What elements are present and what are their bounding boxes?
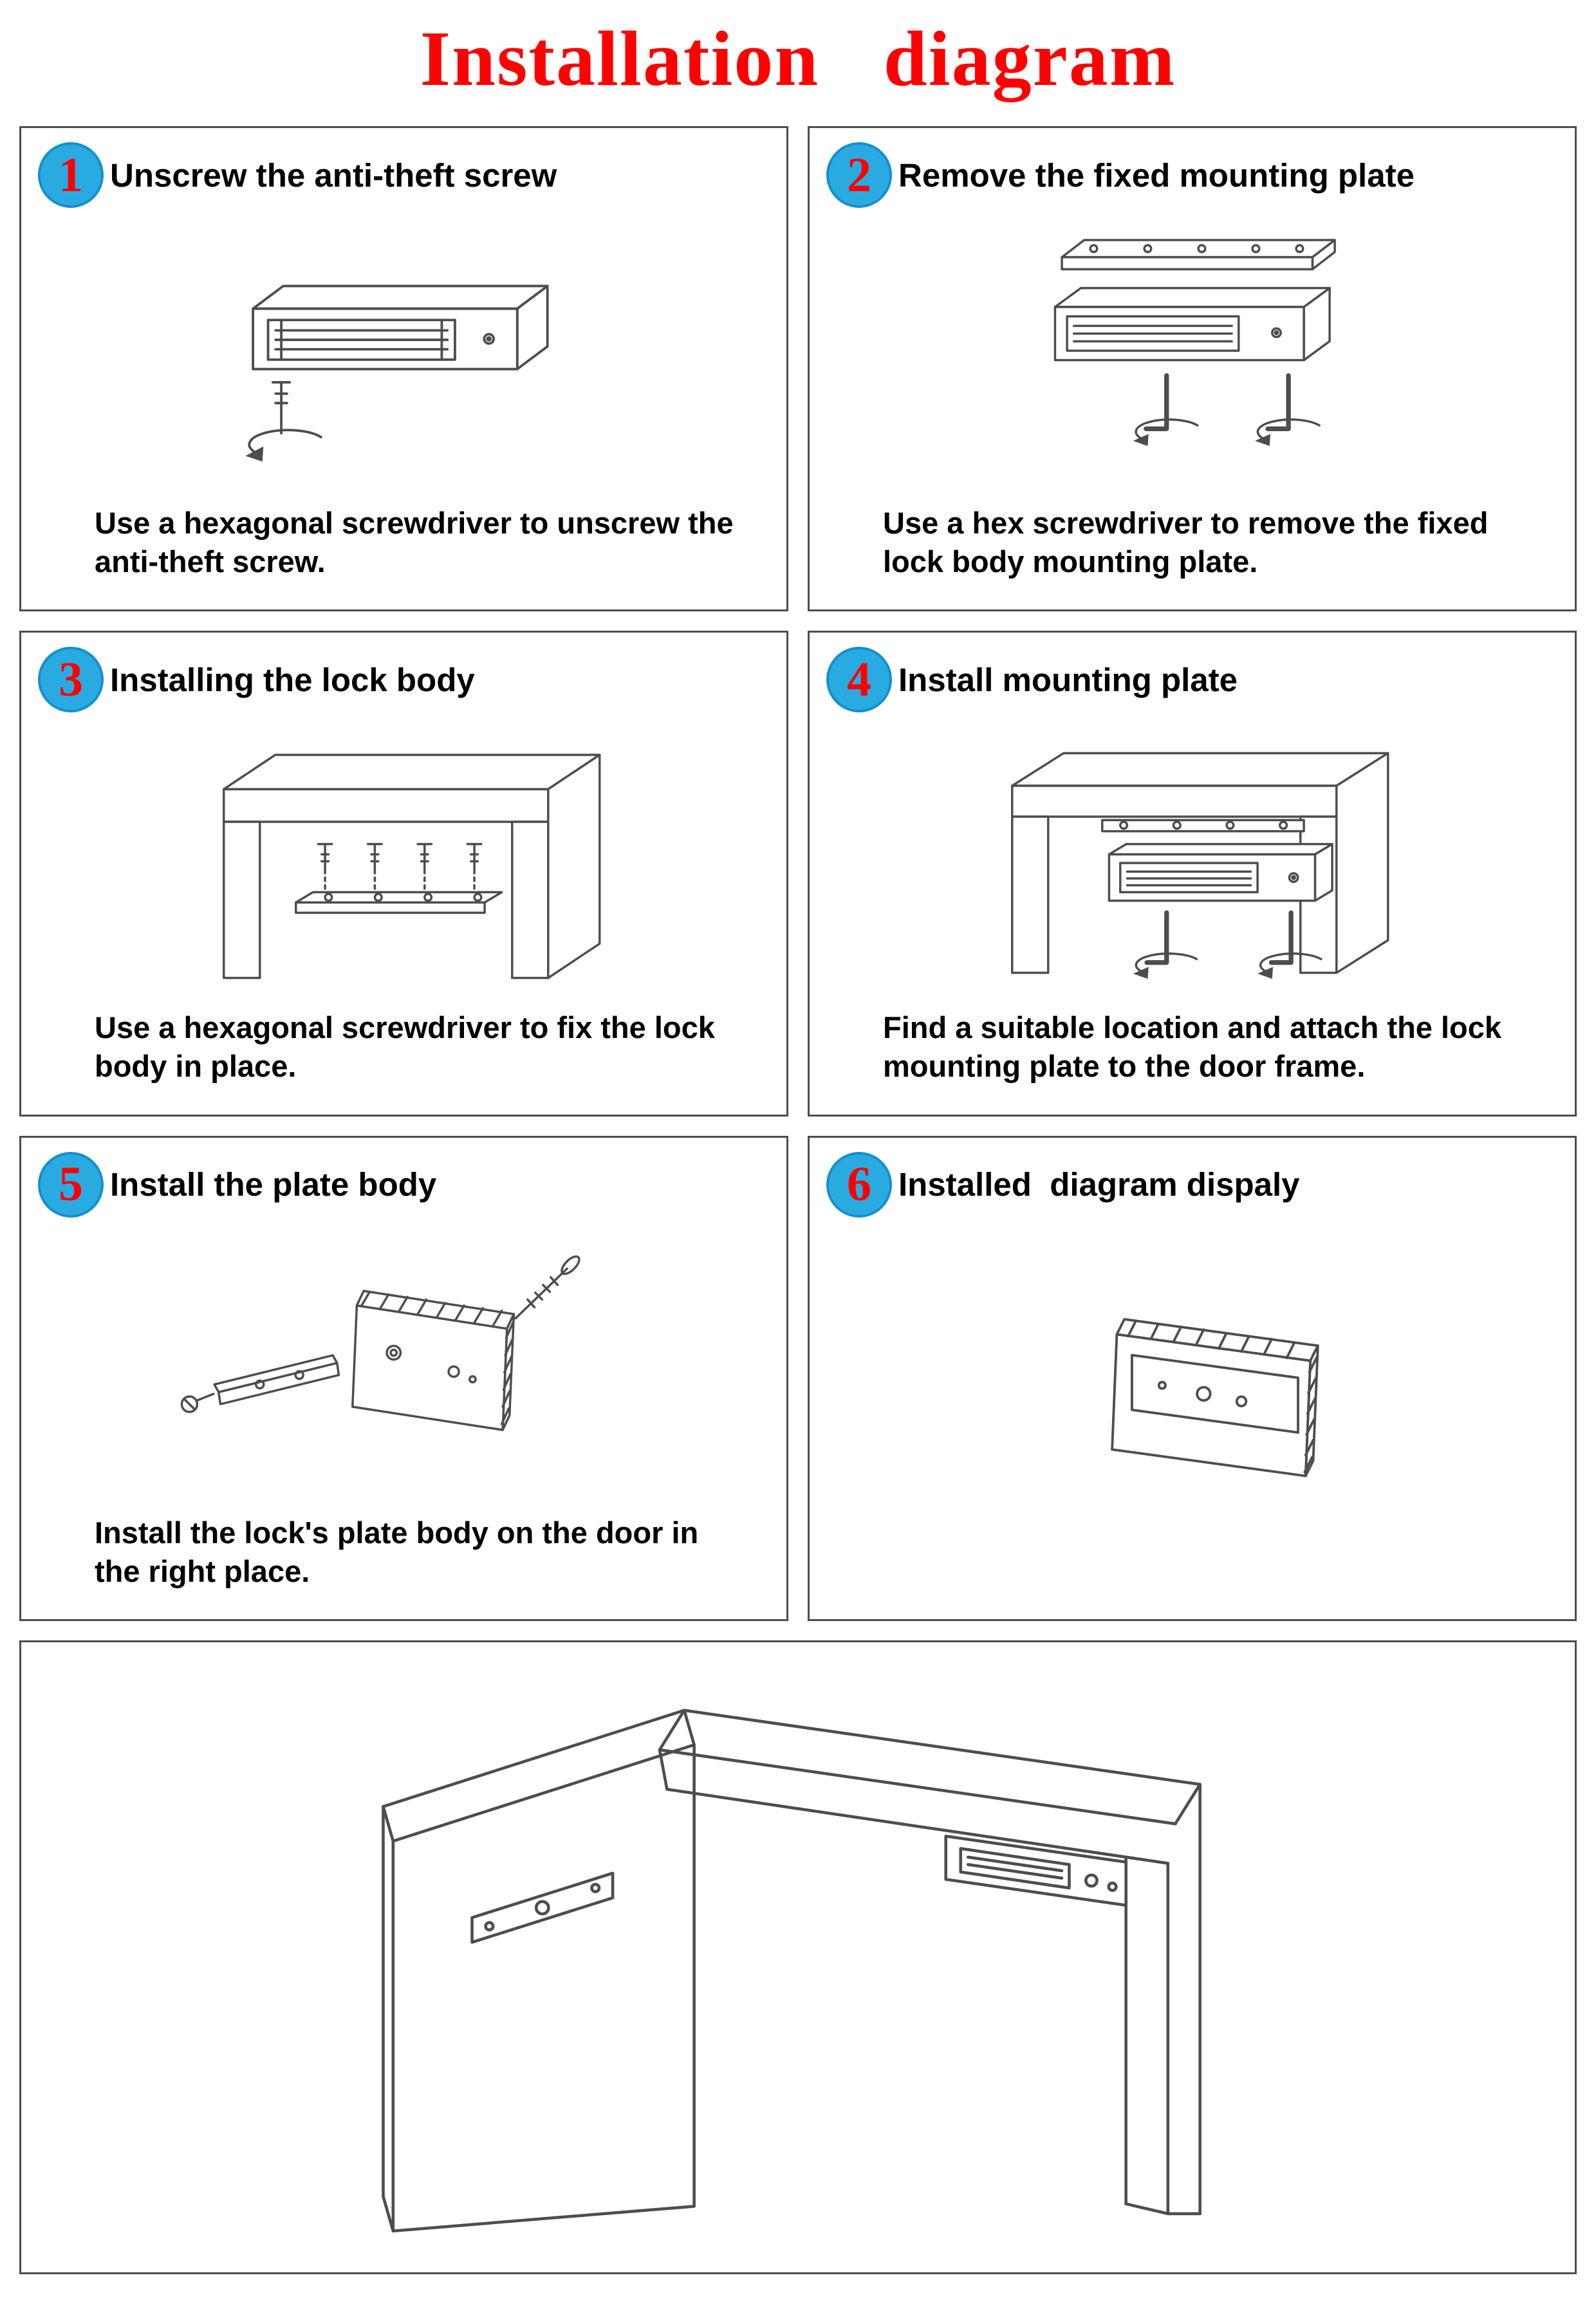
- page-title: Installation diagram: [420, 15, 1176, 102]
- step-1-caption: Use a hexagonal screwdriver to unscrew t…: [95, 506, 734, 579]
- lock-body-install-illustration: [38, 712, 770, 1008]
- plate-body-install-illustration: [38, 1218, 770, 1514]
- step-1-header: 1 Unscrew the anti-theft screw: [38, 142, 770, 208]
- lock-body: [1108, 843, 1333, 902]
- step-4-number-badge: 4: [826, 647, 892, 713]
- top-edge-hatching: [1126, 1319, 1295, 1359]
- rotation-arrowhead: [1254, 434, 1270, 446]
- top-edge-hatching: [360, 1290, 503, 1326]
- mounting-plate: [1061, 239, 1336, 271]
- door-frame-header: [658, 1709, 1202, 1866]
- step-5-heading: Install the plate body: [110, 1166, 437, 1203]
- rotation-arrowhead: [1257, 967, 1273, 979]
- rotation-arrowhead: [1133, 967, 1149, 979]
- long-screw: [514, 1255, 580, 1320]
- mounting-plate-install-drawing: [1010, 752, 1389, 979]
- step-3-caption: Use a hexagonal screwdriver to fix the l…: [95, 1010, 715, 1084]
- hex-key-left: [1133, 373, 1199, 446]
- installed-display-illustration: [826, 1218, 1558, 1591]
- step-panel-4: 4 Install mounting plate: [808, 631, 1577, 1117]
- side-edge-hatching: [1303, 1355, 1318, 1474]
- open-door-leaf: [382, 1709, 696, 2233]
- anti-theft-screw: [245, 381, 322, 462]
- lock-mounting-plate: [294, 891, 503, 914]
- rotation-arrowhead: [245, 446, 263, 462]
- step-5-header: 5 Install the plate body: [38, 1151, 770, 1218]
- step-3-heading: Installing the lock body: [110, 661, 475, 698]
- step-6-header: 6 Installed diagram dispaly: [826, 1151, 1558, 1218]
- step-5-caption: Install the lock's plate body on the doo…: [95, 1515, 699, 1588]
- plate-body: [351, 1289, 515, 1431]
- door-frame: [1010, 752, 1389, 974]
- step-panel-3: 3 Installing the lock body: [19, 631, 788, 1117]
- step-panel-1: 1 Unscrew the anti-theft screw: [19, 126, 788, 612]
- installed-door-overview-drawing: [382, 1709, 1202, 2233]
- step-1-number-badge: 1: [38, 142, 104, 208]
- step-2-caption: Use a hex screwdriver to remove the fixe…: [883, 506, 1489, 579]
- installed-overview-panel: [19, 1640, 1577, 2274]
- fixing-screws: [317, 843, 483, 894]
- installed-maglock: [944, 1835, 1128, 1907]
- mounting-plate: [1100, 819, 1305, 833]
- steps-grid: 1 Unscrew the anti-theft screw: [19, 126, 1577, 1621]
- installed-display-drawing: [1110, 1317, 1319, 1478]
- step-5-number-badge: 5: [38, 1151, 104, 1218]
- step-panel-2: 2 Remove the fixed mounting plate: [808, 126, 1577, 612]
- lock-body: [251, 284, 549, 371]
- lock-body-install-drawing: [222, 754, 601, 979]
- step-6-heading: Installed diagram dispaly: [898, 1166, 1300, 1203]
- step-6-number-badge: 6: [826, 1151, 892, 1218]
- step-3-number-badge: 3: [38, 647, 104, 713]
- small-screw: [180, 1392, 215, 1413]
- side-edge-hatching: [500, 1321, 514, 1425]
- door-frame: [222, 754, 601, 979]
- installed-armature-plate: [470, 1871, 615, 1944]
- step-3-header: 3 Installing the lock body: [38, 647, 770, 713]
- step-4-caption: Find a suitable location and attach the …: [883, 1010, 1502, 1084]
- mounting-plate-removal-illustration: [826, 208, 1558, 504]
- mounting-plate-install-illustration: [826, 712, 1558, 1008]
- step-2-heading: Remove the fixed mounting plate: [898, 156, 1415, 194]
- step-2-header: 2 Remove the fixed mounting plate: [826, 142, 1558, 208]
- door-frame-right-jamb: [1124, 1783, 1202, 2216]
- step-4-header: 4 Install mounting plate: [826, 647, 1558, 713]
- maglock-with-screw-illustration: [38, 208, 770, 504]
- armature-plate: [213, 1353, 340, 1405]
- step-panel-5: 5 Install the plate body: [19, 1135, 788, 1621]
- installed-bracket: [1130, 1353, 1299, 1434]
- step-4-heading: Install mounting plate: [898, 661, 1238, 698]
- step-panel-6: 6 Installed diagram dispaly: [808, 1135, 1577, 1621]
- lock-body: [1053, 286, 1331, 362]
- mounting-plate-removal-drawing: [1053, 239, 1336, 446]
- step-1-heading: Unscrew the anti-theft screw: [110, 156, 557, 194]
- plate-body-install-drawing: [180, 1255, 580, 1431]
- hex-key-right: [1257, 910, 1322, 979]
- hex-key-left: [1133, 910, 1198, 979]
- hex-key-right: [1254, 373, 1321, 446]
- maglock-screw-drawing: [245, 284, 549, 462]
- rotation-arrowhead: [1133, 434, 1149, 446]
- step-2-number-badge: 2: [826, 142, 892, 208]
